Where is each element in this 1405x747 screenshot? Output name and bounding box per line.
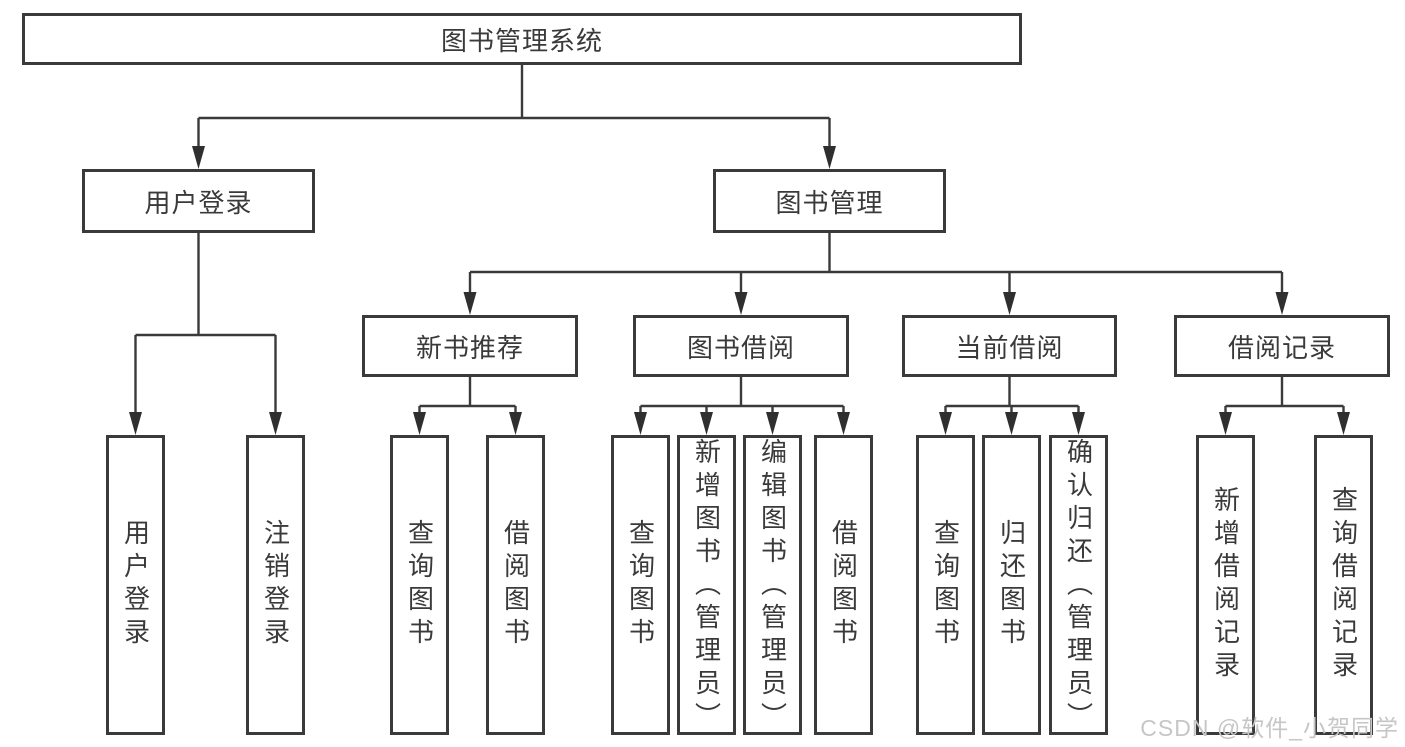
connector-book-management-to-modules xyxy=(463,233,1289,315)
leaf-return-book-label: 归还图书 xyxy=(996,519,1027,651)
node-current-borrow-label: 当前借阅 xyxy=(955,332,1064,363)
leaf-add-borrow-record: 新增借阅记录 xyxy=(1196,435,1255,735)
connector-current-borrow-to-leaves xyxy=(939,377,1085,435)
arrowhead xyxy=(192,146,205,169)
connector-new-book-to-leaves xyxy=(413,377,522,435)
arrowhead xyxy=(1005,412,1018,435)
leaf-query-borrow-record-label: 查询借阅记录 xyxy=(1328,486,1359,684)
node-current-borrow: 当前借阅 xyxy=(902,315,1117,377)
connector-book-borrow-to-leaves xyxy=(634,377,850,435)
arrowhead xyxy=(413,412,426,435)
csdn-watermark: CSDN @软件_小贺同学 xyxy=(1140,715,1399,741)
node-book-borrow-label: 图书借阅 xyxy=(686,332,795,363)
leaf-return-book: 归还图书 xyxy=(982,435,1041,735)
node-borrow-records: 借阅记录 xyxy=(1174,315,1390,377)
arrowhead xyxy=(823,146,836,169)
leaf-query-books-recommend: 查询图书 xyxy=(390,435,449,735)
leaf-user-login-label: 用户登录 xyxy=(120,519,151,651)
leaf-query-books-recommend-label: 查询图书 xyxy=(404,519,435,651)
node-book-management-label: 图书管理 xyxy=(775,187,884,218)
leaf-query-borrow-record: 查询借阅记录 xyxy=(1314,435,1373,735)
arrowhead xyxy=(634,412,647,435)
leaf-add-borrow-record-label: 新增借阅记录 xyxy=(1210,486,1241,684)
arrowhead xyxy=(1337,412,1350,435)
leaf-borrow-books-recommend-label: 借阅图书 xyxy=(500,519,531,651)
leaf-edit-book-admin: 编辑图书（管理员） xyxy=(743,435,802,735)
arrowhead xyxy=(1275,292,1289,315)
node-new-book-recommend-label: 新书推荐 xyxy=(415,332,524,363)
leaf-query-books-borrow-label: 查询图书 xyxy=(625,519,656,651)
connector-user-login-to-leaves xyxy=(129,233,282,435)
node-user-login-label: 用户登录 xyxy=(144,187,253,218)
leaf-add-book-admin-label: 新增图书（管理员） xyxy=(691,438,722,735)
connector-borrow-records-to-leaves xyxy=(1219,377,1350,435)
connector-root-to-branches xyxy=(192,65,836,169)
leaf-logout-label: 注销登录 xyxy=(260,519,291,651)
leaf-confirm-return-admin-label: 确认归还（管理员） xyxy=(1063,438,1094,735)
node-new-book-recommend: 新书推荐 xyxy=(362,315,578,377)
arrowhead xyxy=(269,412,282,435)
leaf-query-books-borrow: 查询图书 xyxy=(611,435,670,735)
node-borrow-records-label: 借阅记录 xyxy=(1227,332,1336,363)
leaf-user-login: 用户登录 xyxy=(106,435,165,735)
node-user-login: 用户登录 xyxy=(82,169,315,233)
leaf-query-books-current-label: 查询图书 xyxy=(930,519,961,651)
leaf-borrow-books: 借阅图书 xyxy=(814,435,873,735)
arrowhead xyxy=(734,292,748,315)
node-book-borrow: 图书借阅 xyxy=(633,315,849,377)
leaf-confirm-return-admin: 确认归还（管理员） xyxy=(1049,435,1108,735)
node-library-system-label: 图书管理系统 xyxy=(440,25,603,56)
arrowhead xyxy=(1219,412,1232,435)
arrowhead xyxy=(1003,292,1016,315)
arrowhead xyxy=(463,292,477,315)
arrowhead xyxy=(939,412,952,435)
leaf-query-books-current: 查询图书 xyxy=(916,435,975,735)
arrowhead xyxy=(1072,412,1085,435)
arrowhead xyxy=(837,412,850,435)
arrowhead xyxy=(509,412,522,435)
arrowhead xyxy=(700,412,713,435)
leaf-logout: 注销登录 xyxy=(246,435,305,735)
arrowhead xyxy=(129,412,142,435)
node-book-management: 图书管理 xyxy=(713,169,946,233)
leaf-borrow-books-label: 借阅图书 xyxy=(828,519,859,651)
node-library-system: 图书管理系统 xyxy=(22,13,1022,65)
leaf-borrow-books-recommend: 借阅图书 xyxy=(486,435,545,735)
leaf-edit-book-admin-label: 编辑图书（管理员） xyxy=(757,438,788,735)
leaf-add-book-admin: 新增图书（管理员） xyxy=(677,435,736,735)
arrowhead xyxy=(766,412,779,435)
